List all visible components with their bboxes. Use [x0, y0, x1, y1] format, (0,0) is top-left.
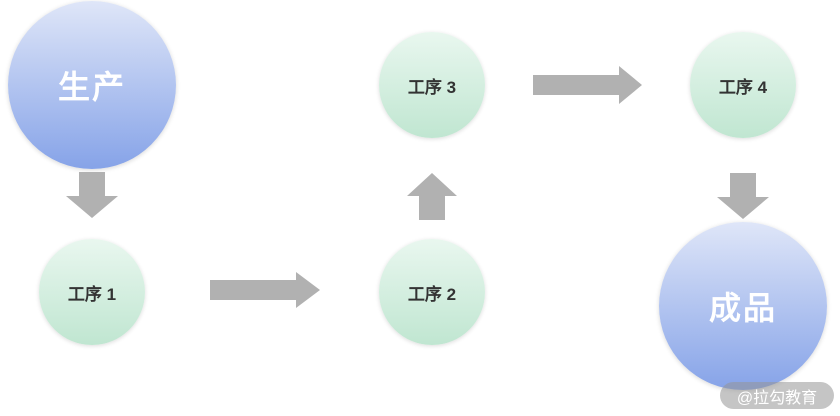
arrow-step-1-to-step-2 — [210, 272, 320, 308]
arrow-production-to-step-1 — [66, 172, 118, 218]
step-2-circle: 工序 2 — [379, 239, 485, 345]
step-1-circle: 工序 1 — [39, 239, 145, 345]
step-3-label: 工序 3 — [407, 77, 457, 97]
step-1-label: 工序 1 — [67, 284, 117, 304]
arrow-step-2-to-step-3 — [407, 173, 457, 220]
finished-product-label: 成品 — [708, 290, 777, 326]
step-3-circle: 工序 3 — [379, 32, 485, 138]
step-4-circle: 工序 4 — [690, 32, 796, 138]
arrow-step-4-to-finished — [717, 173, 769, 219]
watermark-text: @拉勾教育 — [736, 389, 818, 407]
finished-product-circle: 成品 — [659, 222, 827, 390]
production-circle: 生产 — [8, 1, 176, 169]
production-label: 生产 — [57, 69, 126, 105]
step-2-label: 工序 2 — [407, 284, 457, 304]
arrow-step-3-to-step-4 — [533, 66, 642, 104]
step-4-label: 工序 4 — [718, 77, 768, 97]
watermark-badge: @拉勾教育 — [720, 382, 834, 409]
